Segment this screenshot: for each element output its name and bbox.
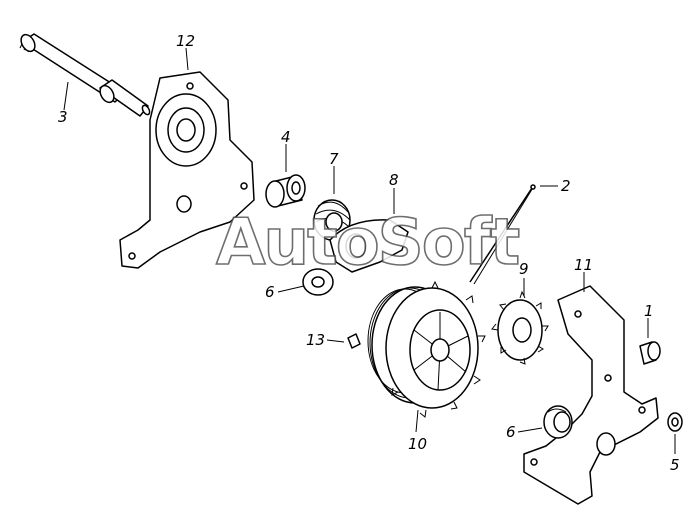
callout-9: 9 [519, 260, 529, 278]
small-pin-part-13 [347, 333, 361, 349]
bushing-part-6-lower [543, 405, 573, 439]
small-gear-part-9 [491, 290, 549, 365]
shaft-part-3 [19, 33, 151, 117]
callout-5: 5 [670, 456, 680, 474]
callout-1: 1 [644, 302, 654, 320]
bracket-part-11 [523, 285, 659, 505]
callout-11: 11 [574, 256, 593, 274]
callout-2: 2 [561, 177, 571, 195]
bolt-part-1 [639, 341, 661, 365]
callout-7: 7 [329, 150, 339, 168]
callout-6-lower: 6 [506, 423, 516, 441]
leader-lines [63, 47, 676, 454]
bushing-part-4 [265, 174, 306, 208]
watermark-text: AutoSoft [216, 206, 520, 280]
callout-3: 3 [58, 108, 68, 126]
bracket-plate-part-12 [119, 71, 255, 269]
callout-6-upper: 6 [265, 283, 275, 301]
callout-10: 10 [408, 435, 427, 453]
callout-12: 12 [176, 32, 195, 50]
cam-plate-part-8 [329, 219, 409, 273]
callout-13: 13 [306, 331, 325, 349]
pulley-gear-part-10 [367, 280, 486, 418]
washer-part-5 [667, 412, 683, 432]
callout-8: 8 [389, 171, 399, 189]
callout-4: 4 [281, 128, 291, 146]
washer-part-6-upper [302, 268, 334, 296]
wire-pin-part-2 [469, 184, 536, 285]
